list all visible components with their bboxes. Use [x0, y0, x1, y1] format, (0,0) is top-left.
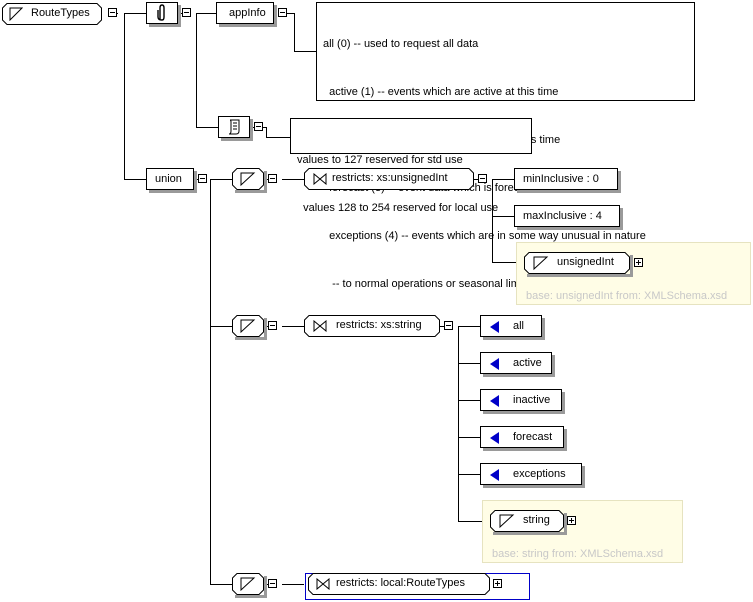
- facet-node[interactable]: minInclusive : 0: [514, 168, 618, 190]
- documentation-line: values to 127 reserved for std use: [297, 154, 463, 166]
- octagon-frame: [524, 252, 630, 274]
- enumeration-label: forecast: [513, 431, 553, 443]
- collapse-toggle[interactable]: [444, 321, 453, 330]
- facet-node[interactable]: maxInclusive : 4: [514, 205, 620, 227]
- enumeration-node[interactable]: forecast: [480, 426, 564, 448]
- restriction-node[interactable]: restricts: xs:string: [304, 315, 440, 337]
- enumeration-icon: [490, 469, 499, 481]
- base-type-label: unsignedInt: [557, 256, 614, 268]
- documentation-line: values 128 to 254 reserved for local use: [297, 202, 499, 214]
- restriction-node[interactable]: restricts: local:RouteTypes: [308, 573, 490, 595]
- appinfo-line: active (1) -- events which are active at…: [323, 86, 559, 98]
- expand-toggle[interactable]: [634, 258, 643, 267]
- enumeration-node[interactable]: active: [480, 352, 552, 374]
- simple-type-icon: [9, 7, 23, 21]
- restriction-label: restricts: xs:string: [336, 319, 422, 331]
- appinfo-label: appInfo: [229, 7, 266, 19]
- octagon-frame: [2, 3, 102, 25]
- collapse-toggle[interactable]: [278, 8, 287, 17]
- collapse-toggle[interactable]: [268, 174, 277, 183]
- enumeration-node[interactable]: all: [480, 315, 542, 337]
- collapse-toggle[interactable]: [108, 8, 117, 17]
- octagon-frame: [304, 315, 440, 337]
- base-type-note: base: unsignedInt from: XMLSchema.xsd: [526, 290, 728, 302]
- enumeration-icon: [490, 395, 499, 407]
- enumeration-label: exceptions: [513, 468, 566, 480]
- enumeration-label: active: [513, 357, 542, 369]
- annotation-node[interactable]: [146, 2, 178, 24]
- enumeration-label: all: [513, 320, 525, 332]
- base-type-note: base: string from: XMLSchema.xsd: [492, 548, 664, 560]
- octagon-frame: [232, 315, 264, 337]
- enumeration-icon: [490, 321, 499, 333]
- octagon-frame: [304, 168, 474, 190]
- collapse-toggle[interactable]: [268, 579, 277, 588]
- restriction-icon: [316, 578, 330, 590]
- base-type-node[interactable]: string: [490, 510, 564, 532]
- union-label: union: [155, 173, 182, 185]
- collapse-toggle[interactable]: [254, 122, 263, 131]
- base-type-label: string: [523, 514, 550, 526]
- expand-toggle[interactable]: [567, 516, 576, 525]
- collapse-toggle[interactable]: [182, 8, 191, 17]
- enumeration-icon: [490, 358, 499, 370]
- appinfo-line: all (0) -- used to request all data: [323, 38, 479, 50]
- appinfo-node[interactable]: appInfo: [216, 2, 274, 24]
- collapse-toggle[interactable]: [268, 321, 277, 330]
- anonymous-simple-type[interactable]: [232, 315, 264, 337]
- root-type-node[interactable]: RouteTypes: [2, 3, 102, 25]
- octagon-frame: [232, 573, 264, 595]
- anonymous-simple-type[interactable]: [232, 573, 264, 595]
- expand-toggle[interactable]: [493, 579, 502, 588]
- collapse-toggle[interactable]: [198, 174, 207, 183]
- enumeration-node[interactable]: exceptions: [480, 463, 582, 485]
- union-node[interactable]: union: [146, 168, 194, 190]
- appinfo-text: all (0) -- used to request all data acti…: [316, 2, 695, 290]
- enumeration-icon: [490, 432, 499, 444]
- restriction-label: restricts: xs:unsignedInt: [332, 172, 448, 184]
- octagon-frame: [308, 573, 490, 595]
- octagon-frame: [490, 510, 564, 532]
- octagon-frame: [232, 168, 264, 190]
- enumeration-node[interactable]: inactive: [480, 389, 562, 411]
- anonymous-simple-type[interactable]: [232, 168, 264, 190]
- enumeration-label: inactive: [513, 394, 551, 406]
- restriction-icon: [313, 320, 327, 332]
- paperclip-icon: [157, 4, 165, 21]
- documentation-icon: [228, 119, 240, 135]
- documentation-node[interactable]: [218, 116, 250, 138]
- restriction-icon: [313, 173, 327, 185]
- restriction-label: restricts: local:RouteTypes: [336, 577, 465, 589]
- base-type-node[interactable]: unsignedInt: [524, 252, 630, 274]
- facet-label: maxInclusive : 4: [523, 210, 602, 222]
- root-type-label: RouteTypes: [31, 7, 90, 19]
- restriction-node[interactable]: restricts: xs:unsignedInt: [304, 168, 474, 190]
- documentation-text: values to 127 reserved for std use value…: [290, 118, 532, 214]
- collapse-toggle[interactable]: [478, 174, 487, 183]
- facet-label: minInclusive : 0: [523, 173, 599, 185]
- appinfo-line: exceptions (4) -- events which are in so…: [323, 230, 646, 242]
